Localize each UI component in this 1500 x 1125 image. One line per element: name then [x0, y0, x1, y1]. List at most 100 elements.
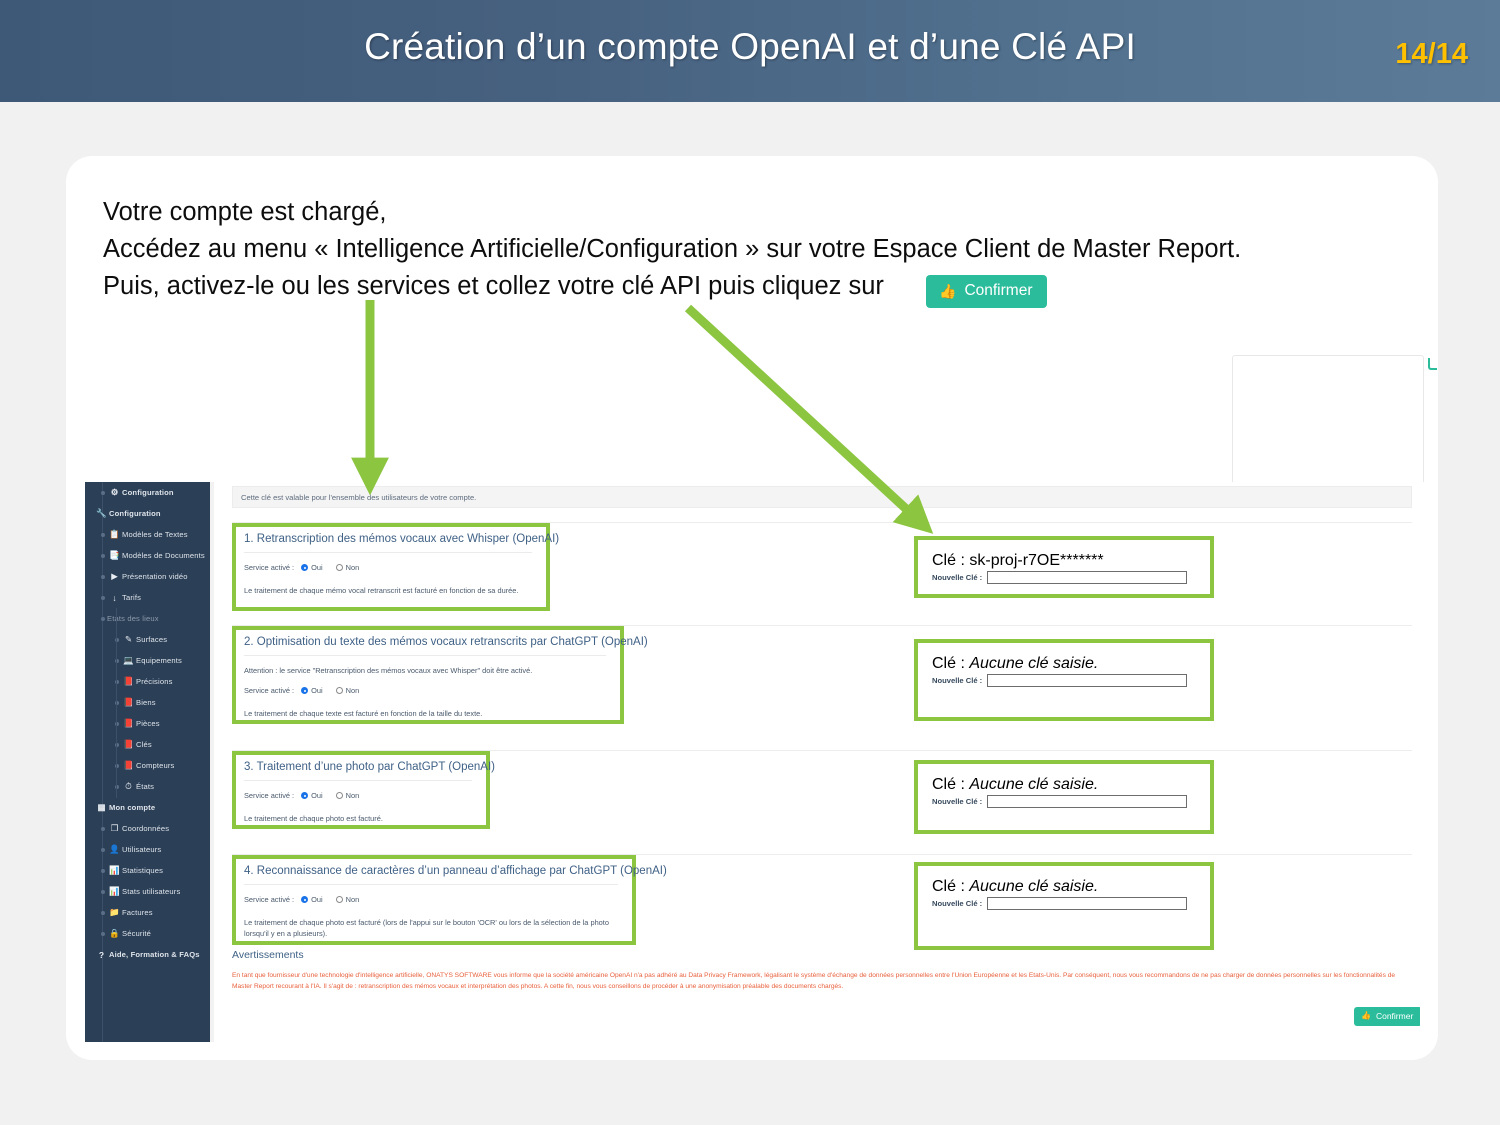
sidebar-item-mon-compte[interactable]: ▦Mon compte [85, 797, 213, 818]
book-icon: 📕 [123, 760, 134, 770]
sort-icon: ↓ [112, 592, 117, 603]
slide-page-number: 14/14 [1395, 38, 1468, 70]
sidebar-item-label: Sécurité [122, 929, 152, 938]
sidebar-item-label: Aide, Formation & FAQs [109, 950, 200, 959]
new-key-label: Nouvelle Clé : [932, 573, 983, 582]
sidebar-bullet [100, 617, 105, 621]
service-block: 2. Optimisation du texte des mémos vocau… [232, 625, 1412, 725]
book-icon: 📕 [123, 697, 134, 707]
sidebar-item-aide-formation-faqs[interactable]: ?Aide, Formation & FAQs [85, 944, 213, 965]
service-title: 4. Reconnaissance de caractères d’un pan… [244, 865, 667, 877]
service-block: 3. Traitement d’une photo par ChatGPT (O… [232, 750, 1412, 836]
radio-non-label: Non [345, 791, 360, 800]
service-title: 2. Optimisation du texte des mémos vocau… [244, 636, 648, 648]
radio-non-label: Non [345, 563, 360, 572]
book-icon: 📕 [123, 739, 134, 749]
sidebar-item-label: Statistiques [122, 866, 164, 875]
sidebar-item-label: Factures [122, 908, 153, 917]
sidebar-rail [102, 482, 103, 1042]
new-key-row: Nouvelle Clé : [932, 795, 1188, 808]
monitor-icon: 💻 [123, 655, 134, 665]
sidebar-scrollbar[interactable] [210, 482, 214, 1042]
sidebar-bullet [100, 554, 105, 558]
sidebar-item-label: Coordonnées [122, 824, 170, 833]
radio-non[interactable] [335, 564, 343, 571]
thumbs-up-icon: 👍 [1361, 1011, 1371, 1020]
sidebar-bullet [100, 890, 105, 894]
highlight-box-key: Clé : Aucune clé saisie.Nouvelle Clé : [914, 639, 1214, 721]
sidebar-item-pr-cisions[interactable]: 📕Précisions [85, 671, 213, 692]
sidebar-item-configuration[interactable]: ⚙Configuration [85, 482, 213, 503]
sidebar-item-label: Surfaces [136, 635, 168, 644]
inline-confirmer-label: Confirmer [964, 282, 1033, 299]
highlight-box-key: Clé : sk-proj-r7OE*******Nouvelle Clé : [914, 536, 1214, 598]
instruction-line-2: Accédez au menu « Intelligence Artificie… [103, 235, 1242, 263]
key-label: Clé : [932, 776, 965, 793]
service-enabled-label: Service activé : [244, 791, 295, 800]
documents-icon: 📑 [109, 550, 120, 560]
inline-confirmer-button[interactable]: 👍 Confirmer [926, 275, 1048, 308]
highlight-box-service [232, 626, 624, 724]
sidebar-item-configuration[interactable]: 🔧Configuration [85, 503, 213, 524]
radio-non[interactable] [335, 896, 343, 903]
sidebar-item-tats[interactable]: ⏱États [85, 776, 213, 797]
service-billing-text: Le traitement de chaque texte est factur… [244, 709, 483, 718]
current-key-line: Clé : Aucune clé saisie. [932, 776, 1098, 794]
radio-non[interactable] [335, 792, 343, 799]
sidebar-item-pi-ces[interactable]: 📕Pièces [85, 713, 213, 734]
service-enabled-label: Service activé : [244, 895, 295, 904]
sidebar-item-factures[interactable]: 📁Factures [85, 902, 213, 923]
app-content: Cette clé est valable pour l'ensemble de… [214, 482, 1430, 1042]
sidebar-item-pr-sentation-vid-o[interactable]: ▶Présentation vidéo [85, 566, 213, 587]
service-billing-text: Le traitement de chaque photo est factur… [244, 918, 609, 938]
confirmer-button[interactable]: 👍 Confirmer [1354, 1007, 1423, 1026]
radio-oui[interactable] [301, 792, 309, 799]
radio-oui[interactable] [301, 687, 309, 694]
sidebar-item-tarifs[interactable]: ↓Tarifs [85, 587, 213, 608]
new-key-label: Nouvelle Clé : [932, 676, 983, 685]
service-title: 3. Traitement d’une photo par ChatGPT (O… [244, 761, 496, 773]
chart-icon: 📊 [109, 886, 120, 896]
new-key-input[interactable] [987, 571, 1188, 584]
radio-oui-label: Oui [311, 563, 323, 572]
sidebar-item-equipements[interactable]: 💻Equipements [85, 650, 213, 671]
new-key-input[interactable] [987, 897, 1188, 910]
sidebar-item-coordonn-es[interactable]: ❒Coordonnées [85, 818, 213, 839]
sidebar-item-mod-les-de-textes[interactable]: 📋Modèles de Textes [85, 524, 213, 545]
app-sidebar[interactable]: ⚙Configuration🔧Configuration📋Modèles de … [85, 482, 213, 1042]
sidebar-item-label: Précisions [136, 677, 173, 686]
sidebar-item-cl-s[interactable]: 📕Clés [85, 734, 213, 755]
background-panel-fragment [1232, 355, 1424, 485]
sidebar-item-biens[interactable]: 📕Biens [85, 692, 213, 713]
sidebar-item-label: Etats des lieux [107, 614, 159, 623]
sidebar-item-surfaces[interactable]: ✎Surfaces [85, 629, 213, 650]
sidebar-item-label: Stats utilisateurs [122, 887, 181, 896]
book-icon: 📕 [123, 718, 134, 728]
new-key-input[interactable] [987, 795, 1188, 808]
sidebar-item-stats-utilisateurs[interactable]: 📊Stats utilisateurs [85, 881, 213, 902]
new-key-label: Nouvelle Clé : [932, 797, 983, 806]
key-value: Aucune clé saisie. [969, 776, 1099, 793]
new-key-input[interactable] [987, 674, 1188, 687]
sidebar-item-label: Equipements [136, 656, 182, 665]
sidebar-item-compteurs[interactable]: 📕Compteurs [85, 755, 213, 776]
radio-non-label: Non [345, 686, 360, 695]
confirmer-label: Confirmer [1375, 1011, 1414, 1021]
pencil-icon: ✎ [124, 634, 133, 644]
sidebar-item-etats-des-lieux[interactable]: Etats des lieux [85, 608, 213, 629]
key-label: Clé : [932, 878, 965, 895]
sidebar-item-label: Compteurs [136, 761, 175, 770]
radio-non[interactable] [335, 687, 343, 694]
radio-oui[interactable] [301, 564, 309, 571]
radio-oui[interactable] [301, 896, 309, 903]
service-title: 1. Retranscription des mémos vocaux avec… [244, 533, 560, 545]
sidebar-item-mod-les-de-documents[interactable]: 📑Modèles de Documents [85, 545, 213, 566]
sidebar-item-statistiques[interactable]: 📊Statistiques [85, 860, 213, 881]
lock-icon: 🔒 [109, 928, 120, 938]
sidebar-item-s-curit[interactable]: 🔒Sécurité [85, 923, 213, 944]
sidebar-item-utilisateurs[interactable]: 👤Utilisateurs [85, 839, 213, 860]
